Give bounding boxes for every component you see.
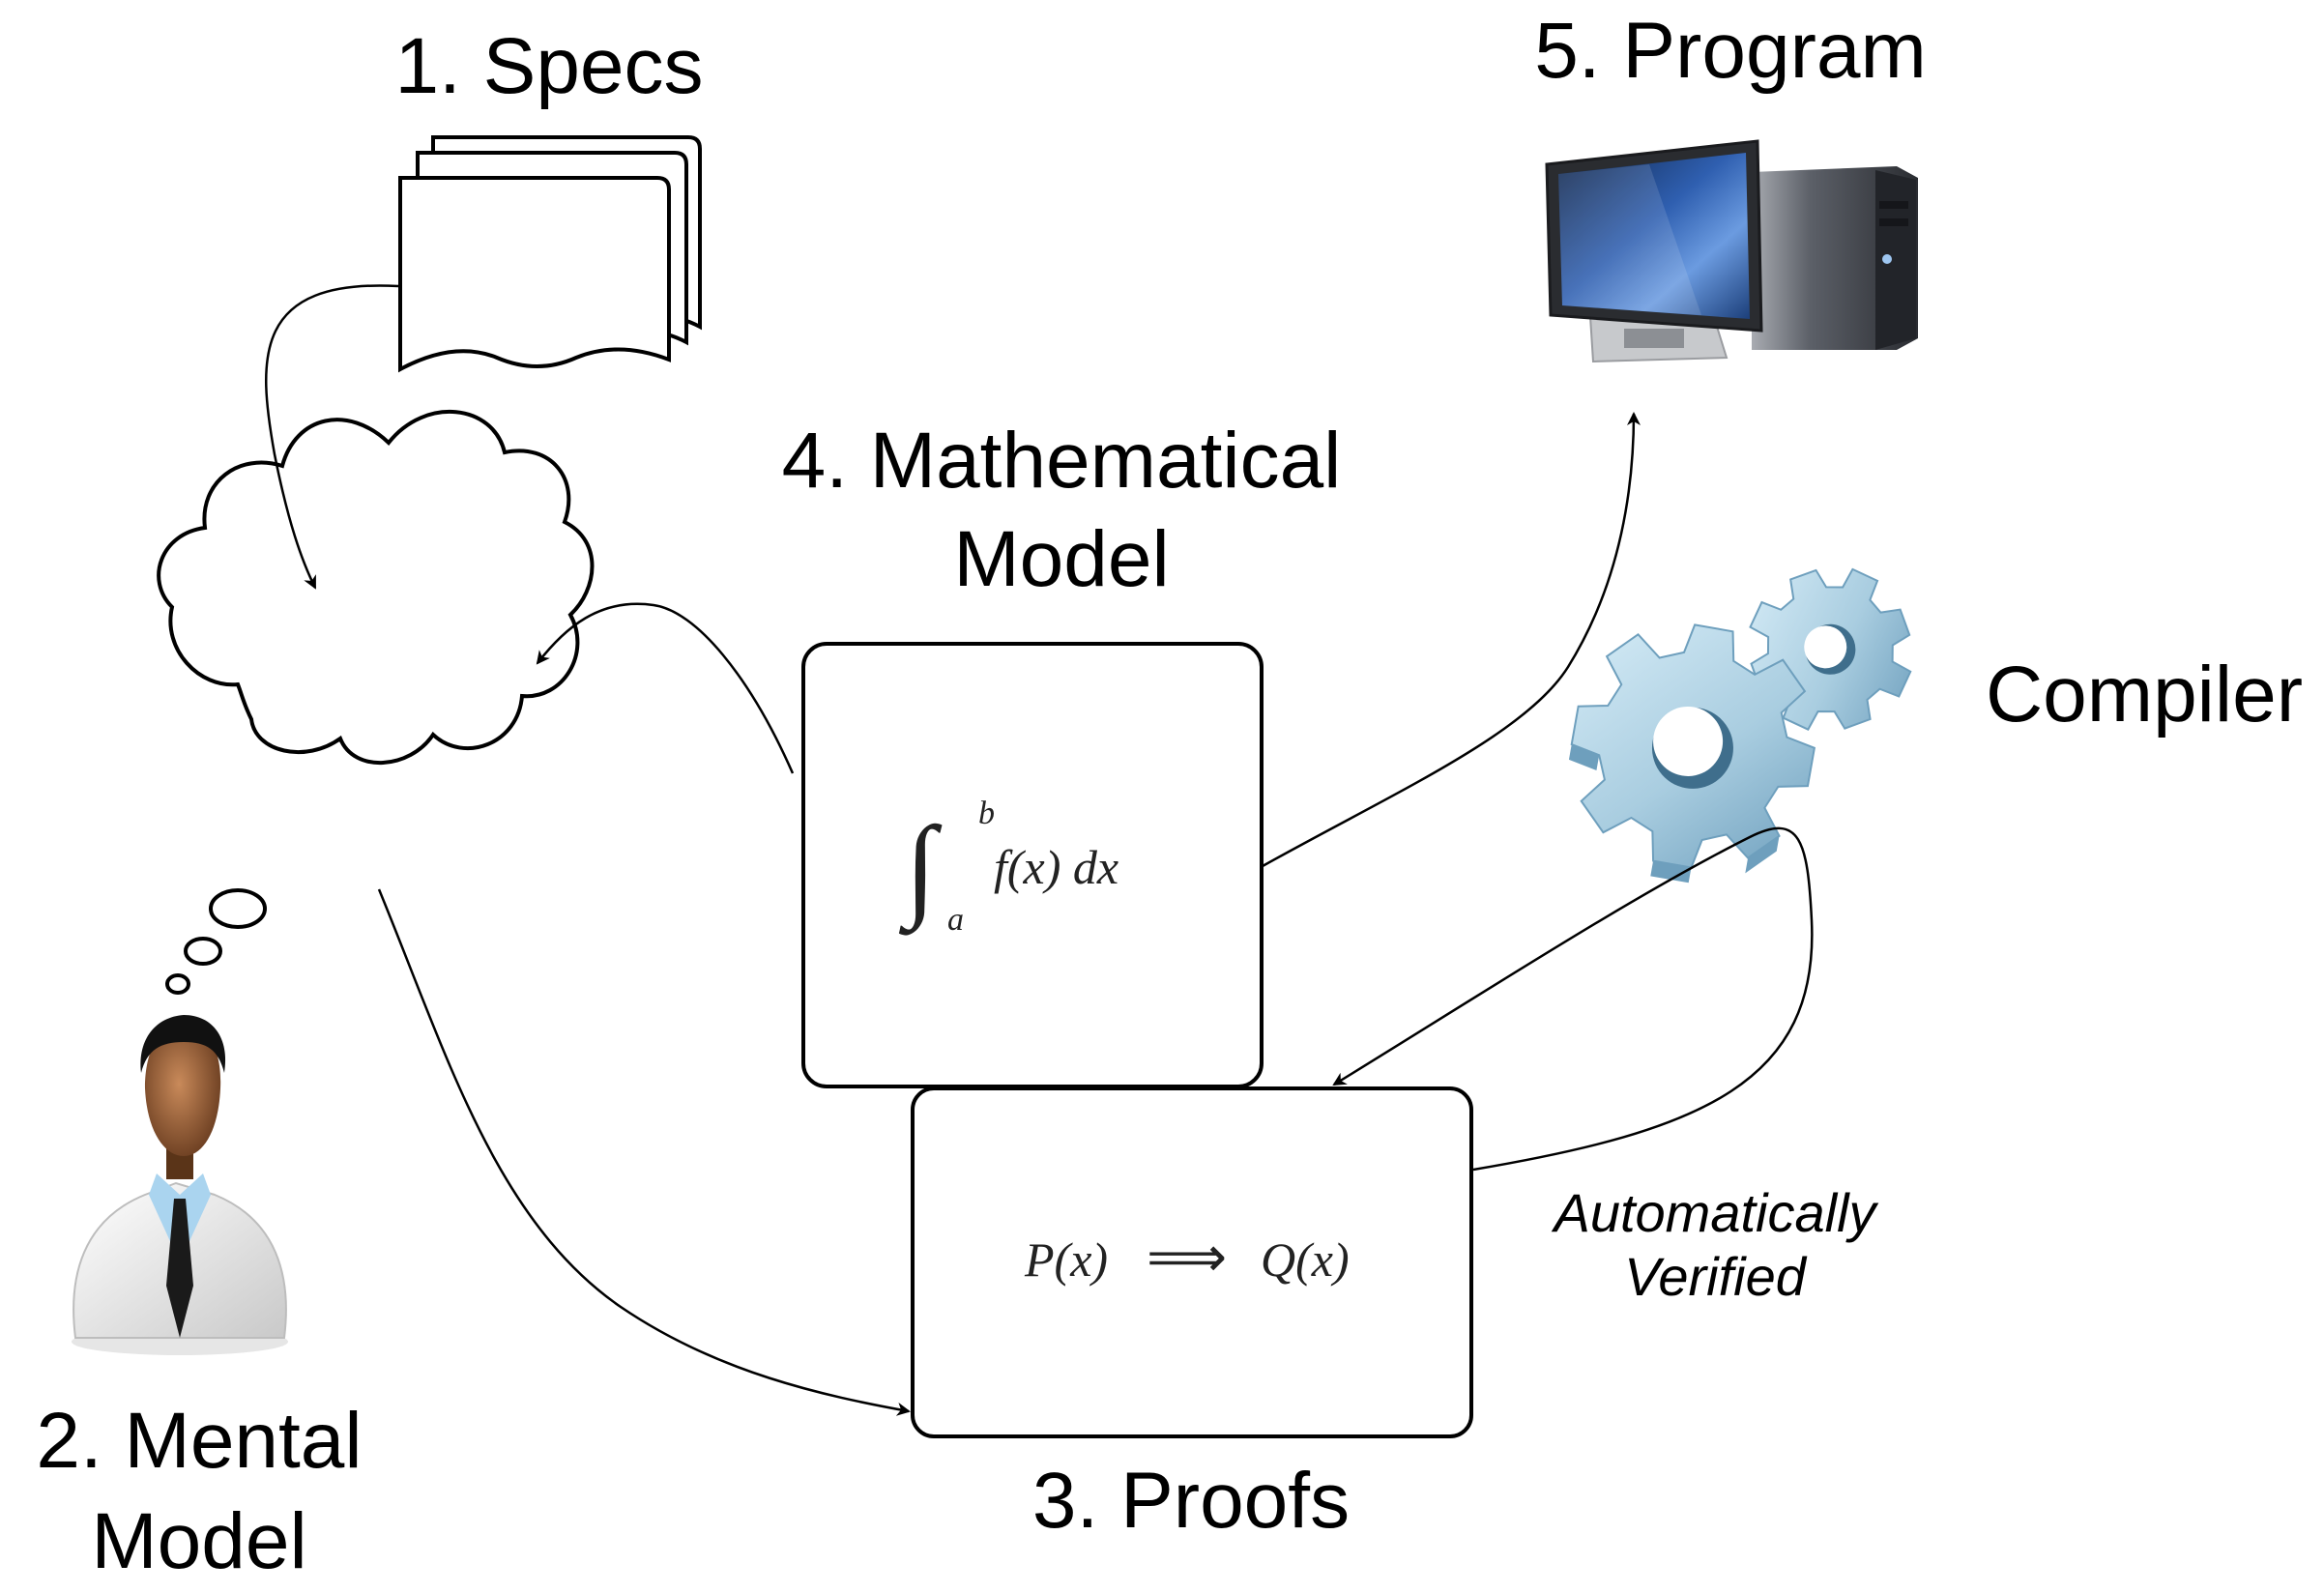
compiler-label: Compiler [1986, 651, 2303, 739]
edge-math-model-to-program [1262, 412, 1641, 868]
integral-formula: ∫ b a f(x) dx [898, 796, 1118, 938]
formula-q: Q(x) [1261, 1232, 1350, 1287]
math-model-label-line1: 4. Mathematical [782, 417, 1342, 505]
verified-label-line2: Verified [1624, 1246, 1808, 1307]
edge-math-model-to-mental-model [536, 602, 795, 774]
edge-specs-to-mental-model [264, 284, 399, 590]
mental-model-label-line1: 2. Mental [36, 1397, 362, 1485]
proofs-label: 3. Proofs [1032, 1457, 1350, 1545]
formula-p: P(x) [1024, 1232, 1108, 1287]
specs-label: 1. Specs [394, 22, 703, 110]
proofs-box [911, 1086, 1473, 1438]
thought-cloud-icon [157, 410, 595, 995]
gears-icon [1568, 567, 1912, 883]
person-icon [72, 1015, 288, 1355]
edge-mental-model-to-proofs [377, 888, 911, 1416]
desktop-computer-icon [1545, 139, 1918, 363]
integral-body: f(x) dx [994, 840, 1118, 894]
math-model-label-line2: Model [953, 515, 1169, 603]
formula-implies-arrow: ⟹ [1147, 1226, 1227, 1289]
integral-sign: ∫ [898, 803, 943, 936]
documents-stack-icon [398, 135, 702, 373]
mental-model-label-line2: Model [91, 1497, 306, 1585]
edge-compiler-verification-loop [1332, 826, 1814, 1172]
integral-lower-limit: a [947, 902, 964, 938]
implication-formula: P(x) ⟹ Q(x) [1024, 1226, 1350, 1289]
verified-label-line1: Automatically [1551, 1182, 1878, 1243]
integral-upper-limit: b [978, 796, 995, 831]
program-label: 5. Program [1534, 7, 1927, 95]
